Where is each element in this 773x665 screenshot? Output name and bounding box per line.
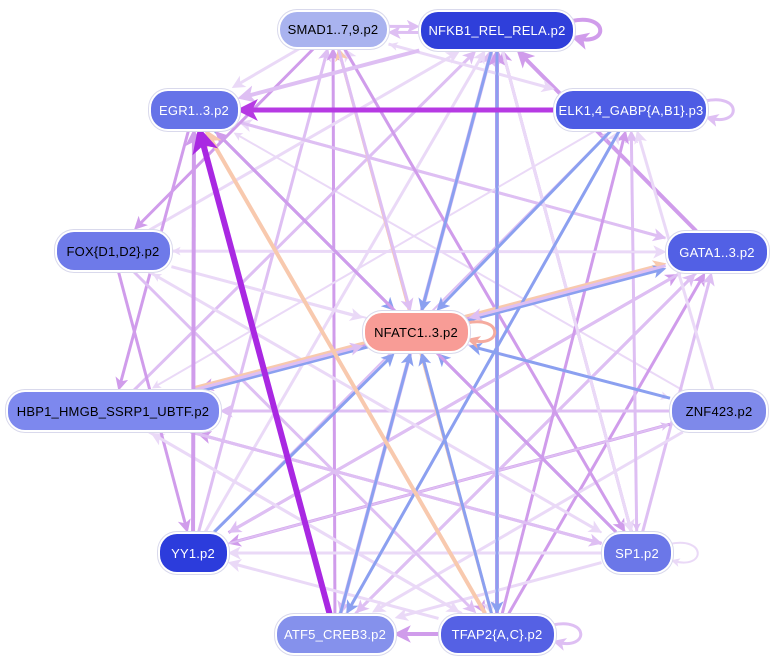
edge-tfap2-a-c-p2-to-elk1-4-gabp-a-b1-p3	[500, 130, 629, 614]
node-label: NFATC1..3.p2	[374, 324, 458, 340]
edge-hbp1-hmgb-ssrp1-ubtf-p2-to-sp1-p2	[190, 430, 603, 547]
edge-nfkb1-rel-rela-p2-to-nfatc1-3-p2	[418, 50, 493, 312]
edge-elk1-4-gabp-a-b1-p3-to-hbp1-hmgb-ssrp1-ubtf-p2	[152, 130, 596, 389]
self-loop-sp1-p2	[669, 541, 699, 567]
node-label: HBP1_HMGB_SSRP1_UBTF.p2	[16, 403, 210, 419]
node-nfkb1-rel-rela-p2[interactable]: NFKB1_REL_RELA.p2	[421, 11, 573, 49]
edge-nfkb1-rel-rela-p2-to-egr1-3-p2	[237, 48, 420, 103]
edge-atf5-creb3-p2-to-smad1-7-9-p2	[326, 47, 340, 614]
edge-smad1-7-9-p2-to-egr1-3-p2	[231, 47, 301, 88]
self-loop-tfap2-a-c-p2	[552, 622, 583, 651]
node-atf5-creb3-p2[interactable]: ATF5_CREB3.p2	[276, 615, 394, 653]
edge-elk1-4-gabp-a-b1-p3-to-nfatc1-3-p2	[436, 129, 612, 311]
edge-gata1-3-p2-to-nfatc1-3-p2	[468, 264, 666, 321]
edge-hbp1-hmgb-ssrp1-ubtf-p2-to-nfatc1-3-p2	[193, 342, 364, 392]
edge-elk1-4-gabp-a-b1-p3-to-atf5-creb3-p2	[346, 130, 621, 614]
node-label: ZNF423.p2	[685, 403, 753, 419]
edge-tfap2-a-c-p2-to-gata1-3-p2	[507, 272, 706, 615]
edge-znf423-p2-to-nfatc1-3-p2	[468, 342, 671, 400]
node-nfatc1-3-p2[interactable]: NFATC1..3.p2	[364, 313, 468, 351]
self-loop-elk1-4-gabp-a-b1-p3	[704, 98, 735, 127]
node-fox-d1-d2-p2[interactable]: FOX{D1,D2}.p2	[56, 232, 170, 270]
edge-tfap2-a-c-p2-to-yy1-p2	[227, 559, 439, 620]
node-label: ELK1,4_GABP{A,B1}.p3	[558, 102, 704, 118]
node-label: SP1.p2	[615, 545, 659, 561]
node-smad1-7-9-p2[interactable]: SMAD1..7,9.p2	[279, 11, 387, 47]
node-label: GATA1..3.p2	[679, 244, 755, 260]
node-label: FOX{D1,D2}.p2	[66, 243, 160, 259]
edge-fox-d1-d2-p2-to-nfatc1-3-p2	[171, 265, 364, 321]
node-gata1-3-p2[interactable]: GATA1..3.p2	[667, 233, 767, 271]
edge-sp1-p2-to-atf5-creb3-p2	[394, 561, 602, 621]
edge-gata1-3-p2-to-fox-d1-d2-p2	[171, 246, 666, 256]
node-hbp1-hmgb-ssrp1-ubtf-p2[interactable]: HBP1_HMGB_SSRP1_UBTF.p2	[7, 392, 219, 430]
edge-fox-d1-d2-p2-to-nfkb1-rel-rela-p2	[148, 51, 460, 232]
self-loop-nfatc1-3-p2	[466, 320, 497, 349]
edge-yy1-p2-to-znf423-p2	[228, 422, 670, 545]
node-yy1-p2[interactable]: YY1.p2	[159, 534, 227, 572]
edge-atf5-creb3-p2-to-nfatc1-3-p2	[339, 352, 414, 614]
edge-yy1-p2-to-egr1-3-p2	[185, 128, 203, 533]
edge-sp1-p2-to-fox-d1-d2-p2	[152, 273, 602, 534]
node-label: NFKB1_REL_RELA.p2	[428, 22, 566, 38]
edge-smad1-7-9-p2-to-nfatc1-3-p2	[336, 48, 414, 312]
edge-tfap2-a-c-p2-to-nfatc1-3-p2	[418, 352, 493, 614]
node-label: YY1.p2	[171, 545, 215, 561]
node-label: TFAP2{A,C}.p2	[451, 626, 543, 642]
edge-yy1-p2-to-nfkb1-rel-rela-p2	[203, 50, 486, 533]
edge-yy1-p2-to-nfatc1-3-p2	[213, 353, 395, 534]
edge-znf423-p2-to-egr1-3-p2	[233, 132, 683, 391]
edge-znf423-p2-to-atf5-creb3-p2	[372, 430, 684, 613]
edge-elk1-4-gabp-a-b1-p3-to-sp1-p2	[630, 130, 641, 532]
edge-gata1-3-p2-to-yy1-p2	[228, 271, 682, 533]
node-elk1-4-gabp-a-b1-p3[interactable]: ELK1,4_GABP{A,B1}.p3	[556, 91, 706, 129]
node-tfap2-a-c-p2[interactable]: TFAP2{A,C}.p2	[440, 615, 554, 653]
self-loop-nfkb1-rel-rela-p2	[570, 17, 603, 50]
node-sp1-p2[interactable]: SP1.p2	[603, 534, 671, 572]
node-znf423-p2[interactable]: ZNF423.p2	[672, 392, 766, 430]
node-label: ATF5_CREB3.p2	[283, 626, 387, 642]
edge-atf5-creb3-p2-to-egr1-3-p2	[192, 126, 333, 615]
node-label: SMAD1..7,9.p2	[287, 21, 379, 37]
node-egr1-3-p2[interactable]: EGR1..3.p2	[150, 91, 238, 129]
edge-egr1-3-p2-to-gata1-3-p2	[239, 120, 667, 242]
edge-tfap2-a-c-p2-to-egr1-3-p2	[205, 129, 487, 615]
node-label: EGR1..3.p2	[159, 102, 229, 118]
